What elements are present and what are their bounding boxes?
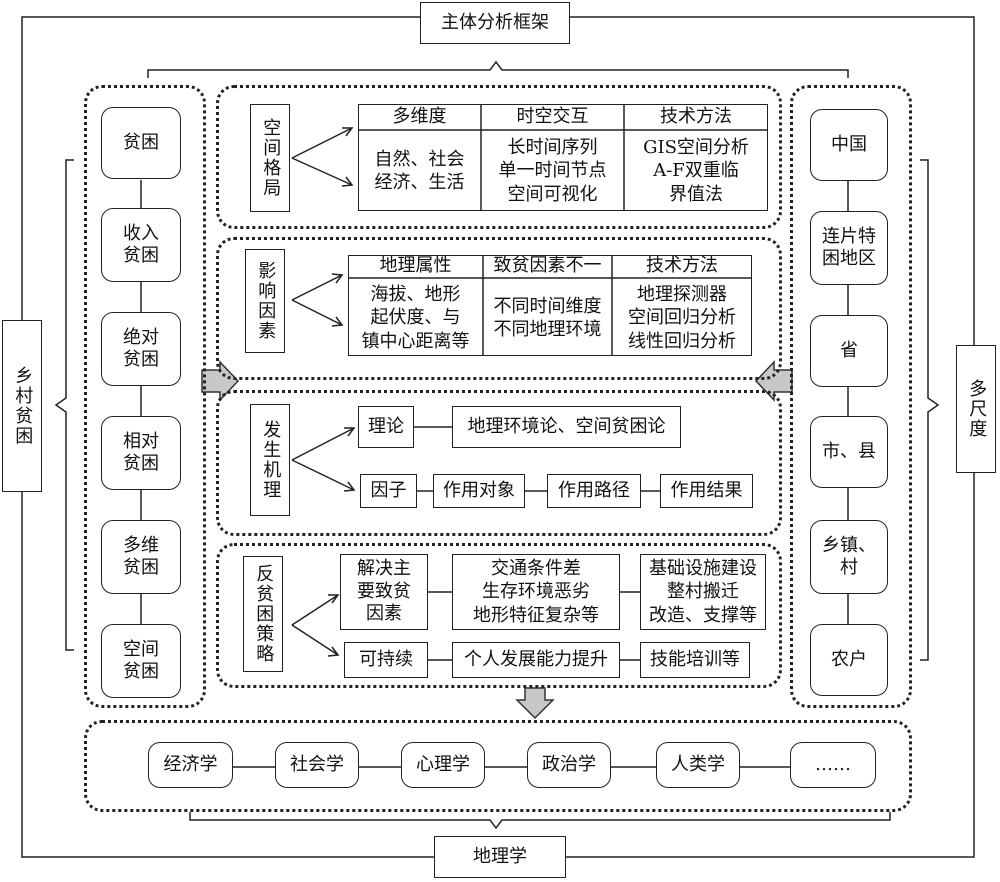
poverty-type-item: 多维贫困 [101, 520, 181, 594]
table-cell: 海拔、地形起伏度、与镇中心距离等 [361, 283, 470, 352]
discipline-item: …… [790, 742, 876, 788]
ability-box: 个人发展能力提升 [452, 642, 620, 678]
discipline-item: 社会学 [275, 742, 359, 788]
poverty-types-panel [84, 85, 206, 708]
scale-item: 中国 [810, 109, 888, 181]
table-header: 技术方法 [646, 255, 718, 277]
table-header: 致贫因素不一 [493, 255, 602, 277]
scale-item: 市、县 [810, 416, 888, 488]
table-header: 多维度 [392, 105, 447, 127]
influence-table [348, 255, 752, 356]
table-cell: 自然、社会经济、生活 [374, 148, 465, 193]
strategy-title: 反贫困策略 [243, 556, 283, 672]
framework-title: 主体分析框架 [420, 2, 570, 44]
poverty-type-item: 空间贫困 [101, 624, 181, 698]
table-header: 技术方法 [660, 105, 732, 127]
table-cell: 地理探测器空间回归分析线性回归分析 [628, 283, 736, 352]
influence-panel [216, 237, 782, 380]
strategy-panel [216, 543, 782, 688]
spatial-pattern-table [358, 104, 768, 211]
spatial-pattern-panel [216, 85, 782, 229]
scale-item: 省 [810, 315, 888, 387]
spatial-pattern-title: 空间格局 [250, 104, 290, 212]
discipline-item: 政治学 [527, 742, 611, 788]
poverty-type-item: 绝对贫困 [101, 312, 181, 386]
discipline-item: 人类学 [656, 742, 740, 788]
measures-box: 基础设施建设整村搬迁改造、支撑等 [640, 554, 766, 630]
scale-item: 连片特困地区 [810, 211, 888, 285]
scales-panel [790, 85, 912, 708]
theory-content-box: 地理环境论、空间贫困论 [452, 406, 681, 448]
influence-title: 影响因素 [245, 249, 285, 353]
chain-box: 作用结果 [660, 474, 753, 508]
causes-box: 交通条件差生存环境恶劣地形特征复杂等 [452, 554, 620, 630]
mechanism-panel [216, 390, 782, 536]
poverty-type-item: 收入贫困 [101, 208, 181, 282]
multi-scale-label: 多尺度 [956, 345, 996, 473]
poverty-type-item: 贫困 [101, 107, 181, 179]
scale-item: 乡镇、村 [810, 520, 888, 594]
geography-label: 地理学 [434, 836, 566, 878]
table-header: 时空交互 [516, 105, 589, 127]
chain-box: 作用路径 [547, 474, 641, 508]
table-cell: 长时间序列单一时间节点空间可视化 [498, 136, 607, 205]
training-box: 技能培训等 [640, 642, 750, 678]
table-header: 地理属性 [379, 255, 452, 277]
rural-poverty-label: 乡村贫困 [2, 320, 42, 492]
discipline-item: 心理学 [401, 742, 485, 788]
discipline-item: 经济学 [148, 742, 233, 788]
scale-item: 农户 [810, 624, 888, 696]
theory-box: 理论 [358, 406, 414, 448]
disciplines-panel [84, 720, 912, 812]
sustain-box: 可持续 [344, 642, 428, 678]
factor-box: 因子 [360, 474, 417, 508]
mechanism-title: 发生机理 [250, 404, 290, 516]
poverty-type-item: 相对贫困 [101, 416, 181, 490]
main-cause-box: 解决主要致贫因素 [340, 554, 428, 630]
table-cell: 不同时间维度不同地理环境 [493, 295, 602, 340]
down-block-arrow [515, 687, 555, 720]
chain-box: 作用对象 [433, 474, 525, 508]
